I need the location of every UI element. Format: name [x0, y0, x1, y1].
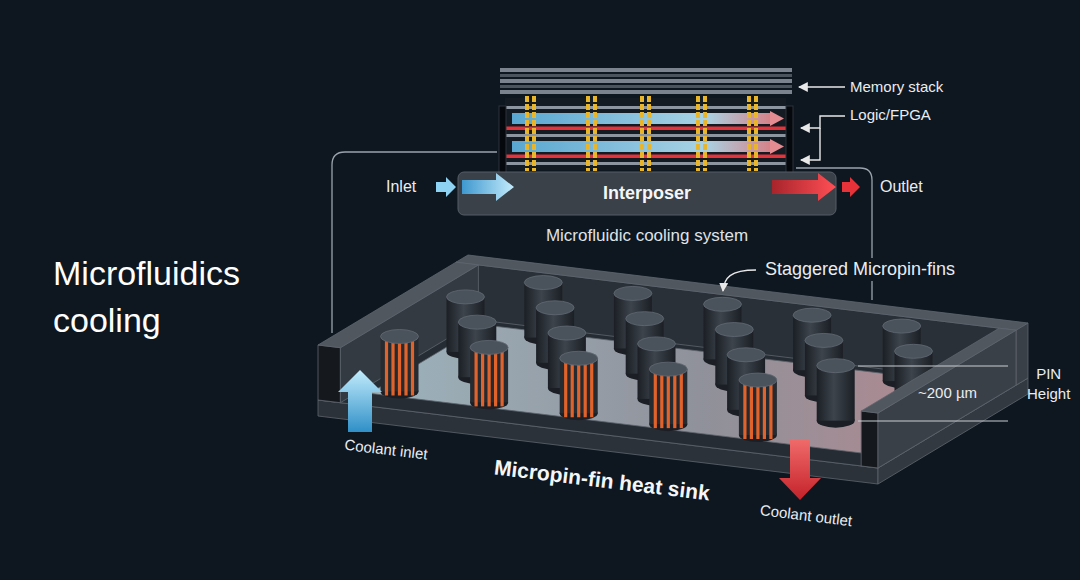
sectioned-pin-fin — [381, 330, 419, 399]
left-wall-front — [318, 345, 340, 403]
coolant-outlet-arrow — [779, 440, 821, 500]
dimension-value: ~200 µm — [918, 384, 977, 403]
box-label: Interposer — [603, 183, 691, 205]
right-wall-top — [861, 328, 1016, 413]
coolant-inlet-arrow — [338, 370, 382, 432]
flow-label: Coolant inlet — [343, 436, 428, 465]
figure-caption: Microfluidic cooling system — [546, 225, 748, 246]
outlet-arrows — [772, 173, 860, 201]
sectioned-pin-fin — [739, 373, 777, 442]
dimension-label: PIN Height — [1027, 364, 1070, 403]
logic-bracket — [801, 128, 820, 160]
component-name: Micropin-fin heat sink — [493, 454, 711, 505]
flow-label: Inlet — [386, 177, 416, 197]
callout-label: Staggered Micropin-fins — [762, 258, 958, 281]
diagram-title: Microfluidics cooling — [53, 250, 303, 344]
flow-label: Coolant outlet — [759, 501, 853, 531]
memory-stack-pointer — [799, 86, 845, 87]
dimension-line — [858, 366, 1008, 421]
right-wall-front — [861, 411, 878, 468]
heat-sink-block: Micropin-fin heat sink — [300, 245, 1035, 517]
sectioned-pin-fin — [470, 340, 508, 409]
back-wall-side — [1016, 323, 1028, 385]
logic-bracket — [801, 116, 845, 128]
pin-fin — [817, 359, 855, 428]
interposer-box: Interposer — [458, 172, 836, 215]
inlet-arrows — [436, 173, 514, 201]
node-shapes — [458, 172, 836, 215]
part-label: Logic/FPGA — [850, 106, 931, 125]
memory-stack — [500, 68, 792, 94]
flow-label: Outlet — [880, 177, 923, 197]
leader-line — [723, 270, 756, 291]
part-label: Memory stack — [850, 78, 943, 97]
sectioned-pin-fin — [649, 362, 687, 431]
interposer-box-shape — [458, 172, 836, 215]
through-silicon-vias — [527, 96, 756, 171]
sectioned-pin-fin — [560, 351, 598, 420]
